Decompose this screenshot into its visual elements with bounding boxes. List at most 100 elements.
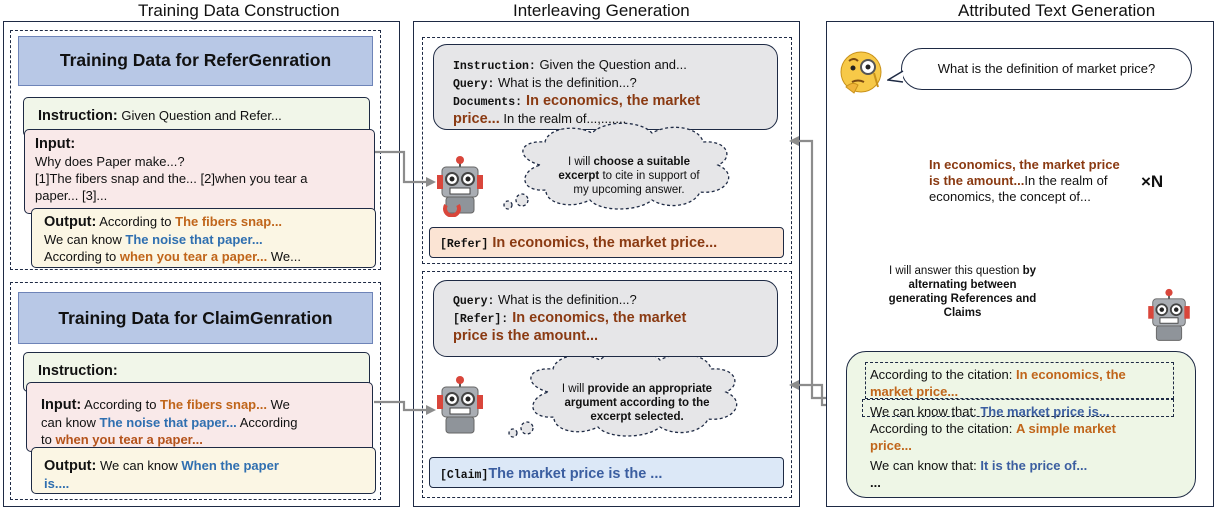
answer-highlight: price... — [870, 438, 912, 453]
documents-key: Documents: — [453, 96, 523, 109]
middle-top-thought-text: I will choose a suitable excerpt to cite… — [550, 155, 708, 197]
refer-input-line: [1]The fibers snap and the... [2]when yo… — [35, 171, 308, 186]
documents-rest: In the realm of...,...,... — [499, 111, 627, 126]
claim-output-highlight: is.... — [44, 476, 70, 491]
refer-instruction-text: Given Question and Refer... — [117, 108, 282, 123]
multiplier-label: ×N — [1141, 172, 1164, 191]
refer-output-card: Output: According to The fibers snap... … — [31, 208, 376, 268]
thought-text: I will — [567, 156, 594, 168]
answer-highlight: The market price is... — [980, 404, 1110, 419]
refer-output-label: Output: — [44, 214, 97, 230]
answer-ellipsis: ... — [870, 475, 881, 490]
arrow-head — [426, 405, 436, 415]
middle-top-thought-cloud — [522, 122, 730, 210]
claim-input-text: We — [266, 397, 290, 412]
refer-output-bar: [Refer] In economics, the market price..… — [429, 227, 784, 258]
attributed-answer-panel: According to the citation: In economics,… — [846, 351, 1196, 498]
thought-dot — [520, 421, 534, 435]
thought-text: I will answer this question — [888, 265, 1023, 277]
document-highlight: In economics, the market price is the am… — [929, 157, 1120, 188]
instruction-value: Given the Question and... — [535, 57, 687, 72]
thought-text: I will — [561, 383, 588, 395]
claim-input-highlight: The fibers snap... — [160, 397, 267, 412]
middle-column-title: Interleaving Generation — [513, 1, 690, 20]
claim-header: Training Data for ClaimGenration — [18, 292, 373, 344]
refer-output-highlight: The fibers snap... — [175, 214, 283, 229]
refer-output-text: According to — [96, 214, 176, 229]
thought-dot — [515, 193, 529, 207]
refer-tag: [Refer] — [440, 238, 489, 251]
document-rest: In the realm of economics, the concept o… — [929, 173, 1108, 204]
answer-highlight: In economics, the — [1015, 367, 1126, 382]
robot-icon — [437, 156, 483, 217]
right-column-title: Attributed Text Generation — [958, 1, 1156, 20]
right-thought-text: I will answer this question by alternati… — [880, 264, 1045, 320]
middle-bottom-thought-text: I will provide an appropriate argument a… — [558, 382, 716, 424]
left-column-title: Training Data Construction — [138, 1, 340, 20]
query-refer-bubble: Query: What is the definition...? [Refer… — [433, 280, 778, 357]
refer-instruction-label: Instruction: — [38, 108, 118, 124]
refer-header: Training Data for ReferGenration — [18, 36, 373, 86]
refer-output-highlight: The noise that paper... — [125, 232, 263, 247]
claim-input-label: Input: — [41, 397, 82, 413]
claim-instruction-label: Instruction: — [38, 363, 118, 379]
robot-icon — [1148, 288, 1190, 341]
question-bubble-tail — [887, 70, 904, 83]
answer-refer-highlight-box — [865, 362, 1174, 399]
answer-text: We can know that: — [870, 458, 981, 473]
retrieved-document: In economics, the market price is the am… — [929, 157, 1129, 205]
refer-input-label: Input: — [35, 136, 76, 152]
claim-output-highlight: When the paper — [181, 458, 279, 473]
claim-section — [10, 282, 381, 500]
claim-output-text: We can know — [96, 458, 182, 473]
refer-output-text: We... — [267, 249, 301, 264]
claim-input-text: According — [236, 415, 298, 430]
claim-input-highlight: The noise that paper... — [99, 415, 237, 430]
refer-generation-section — [422, 37, 792, 264]
question-bubble: What is the definition of market price? — [901, 48, 1192, 90]
claim-text: The market price is the ... — [488, 466, 663, 482]
arrow-claim-to-middle — [374, 400, 428, 412]
instruction-query-bubble: Instruction: Given the Question and... Q… — [433, 44, 778, 130]
refer-output-text: We can know — [44, 232, 126, 247]
answer-text: According to the citation: — [870, 367, 1016, 382]
thought-text: to cite in support of my upcoming answer… — [573, 170, 700, 196]
robot-icon — [437, 376, 483, 434]
thought-bold: by alternating between generating Refere… — [888, 265, 1037, 319]
refer-value: In economics, the market — [508, 310, 687, 326]
answer-highlight: market price... — [870, 384, 959, 399]
query-key: Query: — [453, 295, 495, 308]
refer-input-line: paper... [3]... — [35, 188, 108, 203]
refer-output-highlight: when you tear a paper... — [119, 249, 268, 264]
answer-highlight: A simple market — [1015, 421, 1116, 436]
claim-input-text: According to — [81, 397, 161, 412]
answer-highlight: It is the price of... — [980, 458, 1088, 473]
refer-input-card: Input: Why does Paper make...? [1]The fi… — [24, 129, 375, 214]
claim-output-card: Output: We can know When the paper is...… — [31, 447, 376, 494]
arrow-head — [426, 177, 436, 187]
thinking-face-icon — [840, 51, 882, 94]
documents-highlight: price... — [453, 111, 500, 127]
thought-bold: choose a suitable excerpt — [558, 156, 691, 182]
arrow-head — [789, 136, 799, 146]
claim-tag: [Claim] — [440, 469, 489, 482]
refer-section — [10, 30, 381, 270]
arrow-refer-to-middle — [375, 150, 428, 184]
claim-output-label: Output: — [44, 458, 97, 474]
thought-dot — [503, 200, 513, 210]
claim-input-text: can know — [41, 415, 100, 430]
query-value: What is the definition...? — [494, 75, 637, 90]
answer-text: According to the citation: — [870, 421, 1016, 436]
refer-output-text: According to — [44, 249, 120, 264]
instruction-key: Instruction: — [453, 60, 536, 73]
query-value: What is the definition...? — [494, 292, 637, 307]
answer-claim-highlight-box — [862, 399, 1174, 417]
claim-output-bar: [Claim]The market price is the ... — [429, 457, 784, 488]
refer-key: [Refer]: — [453, 313, 509, 326]
refer-text: In economics, the market price... — [488, 235, 718, 251]
query-key: Query: — [453, 78, 495, 91]
answer-text: We can know that: — [870, 404, 981, 419]
arrow-head — [789, 380, 799, 390]
claim-input-highlight: when you tear a paper... — [55, 432, 203, 447]
refer-input-line: Why does Paper make...? — [35, 154, 185, 169]
